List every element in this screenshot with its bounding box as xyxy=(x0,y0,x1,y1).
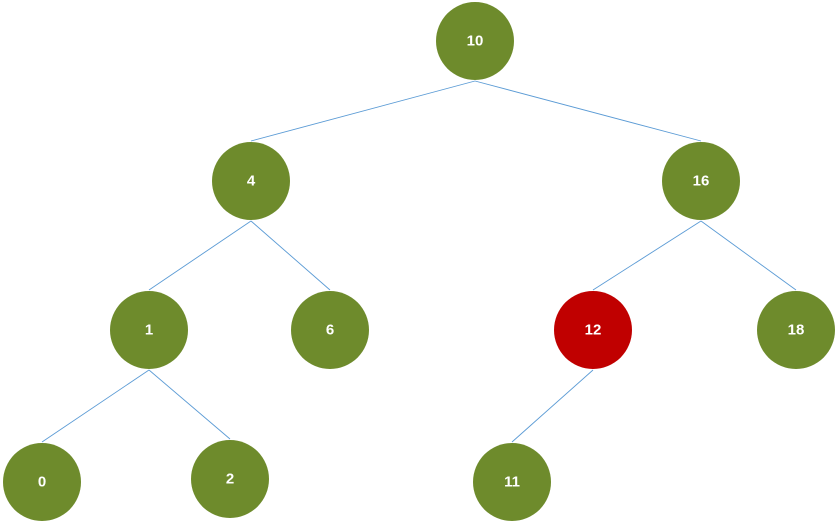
edge-1-to-2 xyxy=(148,369,231,440)
node-circle xyxy=(110,291,188,369)
edge-1-to-0 xyxy=(41,369,150,443)
node-label: 0 xyxy=(38,474,46,491)
edge-4-to-6 xyxy=(250,220,331,291)
node-circle xyxy=(436,2,514,80)
node-circle-highlighted xyxy=(554,291,632,369)
node-label: 16 xyxy=(693,173,710,190)
node-circle xyxy=(757,291,835,369)
node-label: 18 xyxy=(788,322,805,339)
edge-16-to-18 xyxy=(700,220,797,291)
tree-node-4: 4 xyxy=(212,142,290,220)
node-label: 6 xyxy=(326,322,334,339)
tree-node-12: 12 xyxy=(554,291,632,369)
node-label: 1 xyxy=(145,322,153,339)
tree-node-1: 1 xyxy=(110,291,188,369)
node-circle xyxy=(662,142,740,220)
edge-10-to-16 xyxy=(474,80,702,142)
edge-10-to-4 xyxy=(250,80,476,142)
tree-edges xyxy=(41,80,797,443)
tree-node-6: 6 xyxy=(291,291,369,369)
node-circle xyxy=(291,291,369,369)
edge-4-to-1 xyxy=(148,220,252,291)
tree-node-10: 10 xyxy=(436,2,514,80)
node-circle xyxy=(191,440,269,518)
node-label: 4 xyxy=(247,173,256,190)
edge-12-to-11 xyxy=(511,369,594,443)
node-label: 10 xyxy=(467,33,484,50)
tree-node-0: 0 xyxy=(3,443,81,521)
edge-16-to-12 xyxy=(592,220,702,291)
node-circle xyxy=(3,443,81,521)
node-label: 2 xyxy=(226,471,234,488)
tree-node-18: 18 xyxy=(757,291,835,369)
tree-node-16: 16 xyxy=(662,142,740,220)
tree-node-2: 2 xyxy=(191,440,269,518)
node-circle xyxy=(473,443,551,521)
node-circle xyxy=(212,142,290,220)
node-label: 11 xyxy=(504,474,520,491)
node-label: 12 xyxy=(585,322,602,339)
tree-node-11: 11 xyxy=(473,443,551,521)
